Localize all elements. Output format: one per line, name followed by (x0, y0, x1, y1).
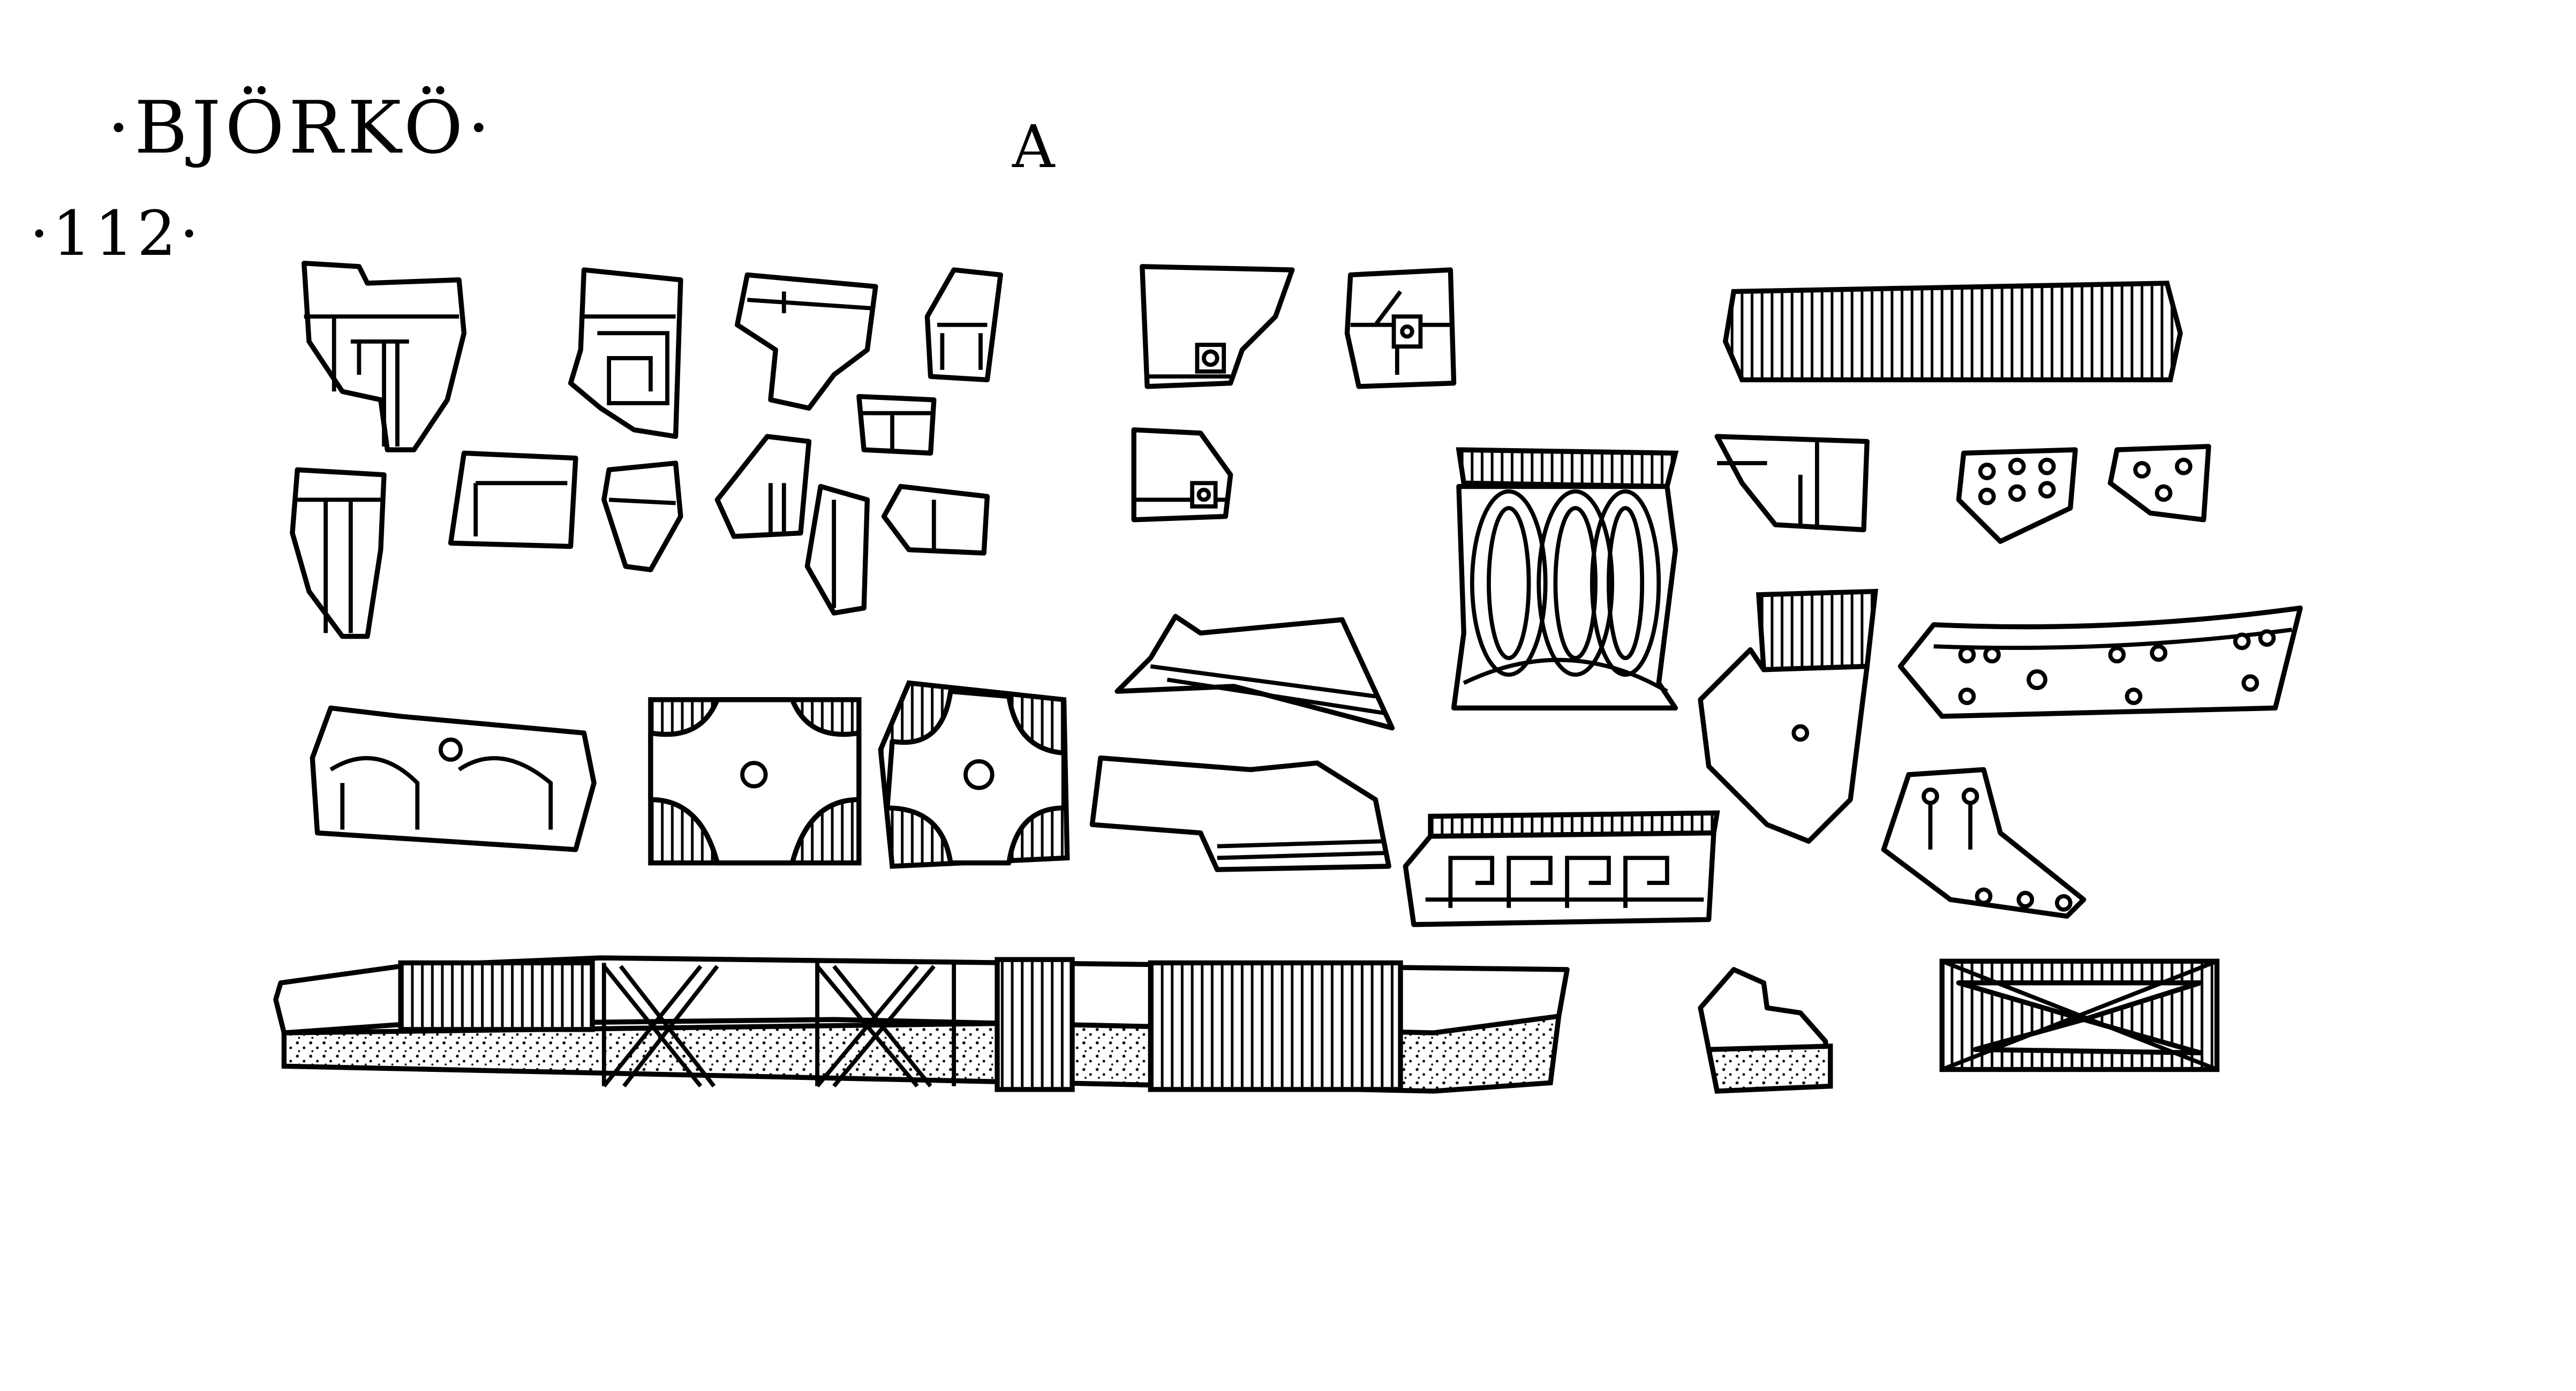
fragment-long-band (273, 955, 1570, 1094)
fragment-dotted-band (1897, 605, 2303, 719)
fragment-13 (1698, 967, 1833, 1094)
fragment-5 (856, 394, 937, 456)
fragment-ringdots-1 (1956, 447, 2078, 544)
fragment-3 (735, 272, 878, 411)
fragment-4 (924, 267, 1003, 383)
plate-number: ·112· (29, 198, 202, 270)
fragment-quatrefoil-2 (878, 680, 1070, 869)
fragment-quatrefoil-1 (648, 697, 862, 866)
fragment-12 (1714, 434, 1870, 533)
fragment-8 (601, 460, 683, 572)
fragment-stamped-4 (1881, 767, 2087, 919)
fragment-stamped-2 (1344, 267, 1457, 389)
fragment-stamped-3 (1131, 427, 1233, 523)
fragment-stamped-1 (1140, 264, 1295, 389)
fragment-pendant (1698, 588, 1878, 844)
fragment-rim-2 (1089, 755, 1391, 872)
site-title: ·BJÖRKÖ· (107, 86, 495, 170)
fragment-interlace (1451, 447, 1679, 711)
fragment-meander-frieze (1403, 810, 1720, 927)
fragment-meander-2 (568, 267, 683, 439)
fragment-cross-hatched (1939, 958, 2220, 1072)
fragment-meander-1 (302, 260, 467, 452)
fragment-6 (290, 467, 387, 639)
fragment-10 (804, 483, 870, 616)
fragment-arches (310, 705, 597, 852)
section-mark: A (1012, 112, 1055, 181)
fragment-ribbed-rod (1722, 281, 2183, 383)
fragment-9 (714, 434, 812, 539)
fragment-11 (881, 483, 990, 556)
fragment-7 (448, 450, 578, 549)
fragment-rim-1 (1114, 614, 1395, 731)
fragment-ringdots-2 (2107, 444, 2211, 523)
